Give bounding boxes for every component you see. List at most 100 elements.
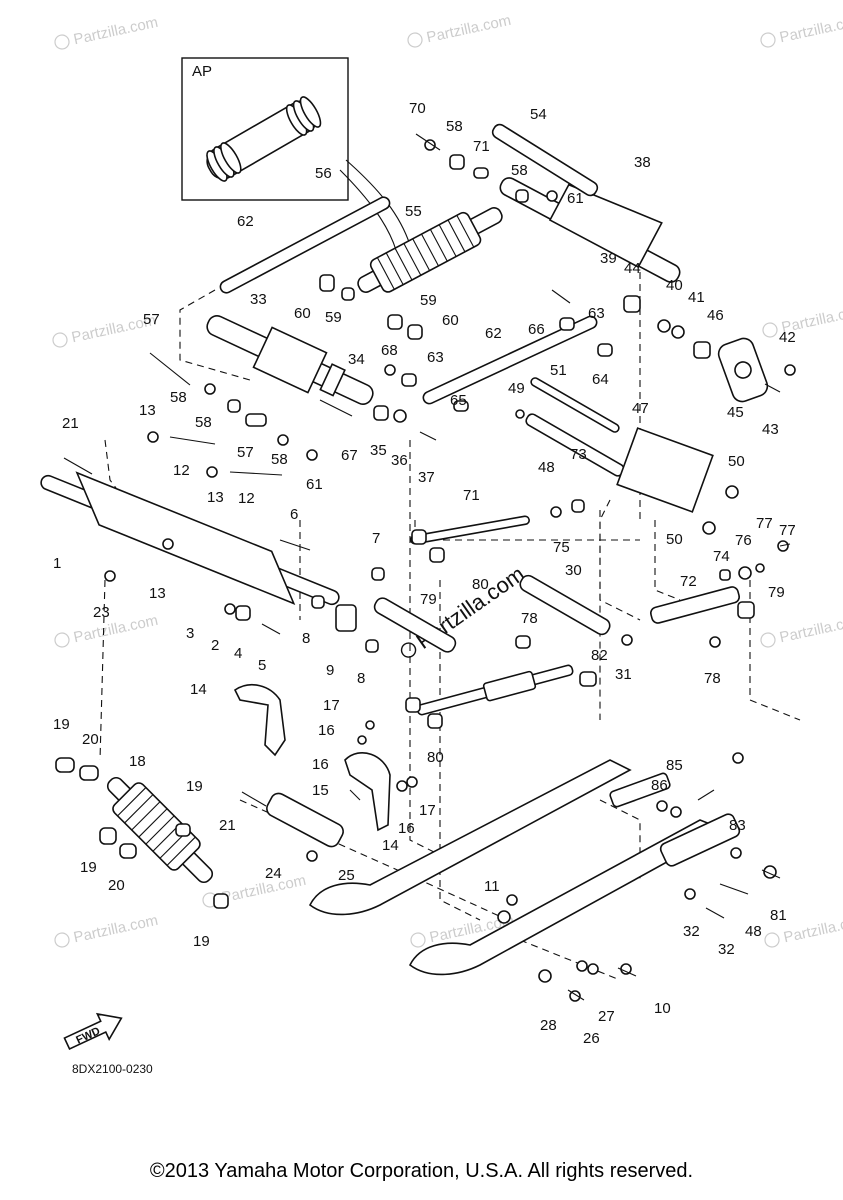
callout-20: 20 [82, 731, 99, 748]
callout-59: 60 [294, 305, 311, 322]
callout-24: 25 [338, 867, 355, 884]
callout-4: 4 [234, 645, 242, 662]
callout-78: 80 [427, 749, 444, 766]
callout-71: 74 [713, 548, 730, 565]
callout-21: 21 [219, 817, 236, 834]
callout-77: 78 [521, 610, 538, 627]
center-watermark: Partzilla.com [400, 561, 529, 658]
callout-73: 76 [735, 532, 752, 549]
callout-42: 44 [624, 260, 641, 277]
callout-66: 68 [381, 342, 398, 359]
callout-60: 61 [306, 476, 323, 493]
callout-33: 35 [370, 442, 387, 459]
callout-72: 75 [553, 539, 570, 556]
callout-7: 7 [372, 530, 380, 547]
fwd-label: FWD [74, 1025, 102, 1046]
callout-76: 78 [704, 670, 721, 687]
callout-labels: 70 58 71 54 58 61 38 55 56 62 39 44 40 4… [53, 100, 796, 1047]
callout-14: 14 [382, 837, 399, 854]
callout-67: 70 [409, 100, 426, 117]
callout-28: 30 [565, 562, 582, 579]
callout-64: 66 [528, 321, 545, 338]
diagram-code: 8DX2100-0230 [72, 1062, 153, 1076]
callout-26: 27 [598, 1008, 615, 1025]
callout-29: 32 [683, 923, 700, 940]
callout-16: 16 [318, 722, 335, 739]
callout-56: 58 [170, 389, 187, 406]
callout-12: 12 [173, 462, 190, 479]
callout-50: 51 [550, 362, 567, 379]
callout-61: 62 [237, 213, 254, 230]
callout-17: 17 [419, 802, 436, 819]
callout-78: 79 [420, 591, 437, 608]
callout-63: 65 [450, 392, 467, 409]
callout-79: 81 [770, 907, 787, 924]
callout-2: 2 [211, 637, 219, 654]
callout-14: 14 [190, 681, 207, 698]
callout-8: 8 [302, 630, 310, 647]
watermark-text: Partzilla.com [220, 872, 308, 906]
callout-58: 59 [325, 309, 342, 326]
callout-38: 40 [666, 277, 683, 294]
callout-19: 19 [53, 716, 70, 733]
callout-15: 15 [312, 782, 329, 799]
watermark-text: Partzilla.com [425, 12, 513, 46]
callout-52: 55 [405, 203, 422, 220]
callout-8: 8 [357, 670, 365, 687]
bolts [63, 133, 791, 1001]
callout-51: 54 [530, 106, 547, 123]
callout-63: 64 [592, 371, 609, 388]
callout-70: 72 [680, 573, 697, 590]
watermark-text: Partzilla.com [72, 912, 160, 946]
callout-30: 32 [718, 941, 735, 958]
callout-44: 46 [707, 307, 724, 324]
callout-6: 6 [290, 506, 298, 523]
callout-1: 1 [53, 555, 61, 572]
callout-68: 71 [473, 138, 490, 155]
callout-3: 3 [186, 625, 194, 642]
callout-55: 57 [237, 444, 254, 461]
callout-19: 19 [80, 859, 97, 876]
callout-19: 19 [193, 933, 210, 950]
callout-62: 63 [588, 305, 605, 322]
inset-ap: AP [181, 57, 411, 251]
callout-48: 49 [508, 380, 525, 397]
callout-80: 83 [729, 817, 746, 834]
callout-45: 47 [632, 400, 649, 417]
callout-48: 50 [666, 531, 683, 548]
callout-58: 58 [446, 118, 463, 135]
callout-17: 17 [323, 697, 340, 714]
callout-10: 10 [654, 1000, 671, 1017]
callout-80: 82 [591, 647, 608, 664]
callout-82: 86 [651, 777, 668, 794]
callout-31: 33 [250, 291, 267, 308]
callout-22: 23 [93, 604, 110, 621]
callout-16: 16 [398, 820, 415, 837]
callout-18: 18 [129, 753, 146, 770]
callout-20: 20 [108, 877, 125, 894]
callout-5: 5 [258, 657, 266, 674]
callout-12: 12 [238, 490, 255, 507]
callout-46: 48 [745, 923, 762, 940]
callout-71: 73 [570, 446, 587, 463]
callout-23: 24 [265, 865, 282, 882]
inset-label: AP [192, 63, 212, 80]
callout-39: 41 [688, 289, 705, 306]
callout-25: 26 [583, 1030, 600, 1047]
watermark-text: Partzilla.com [72, 14, 160, 48]
fwd-arrow-icon: FWD [63, 1012, 123, 1051]
callout-77: 79 [768, 584, 785, 601]
callout-49: 50 [728, 453, 745, 470]
callout-21: 21 [62, 415, 79, 432]
callout-40: 42 [779, 329, 796, 346]
callout-47: 48 [538, 459, 555, 476]
callout-11: 11 [484, 878, 500, 895]
callout-59: 60 [442, 312, 459, 329]
callout-27: 28 [540, 1017, 557, 1034]
watermarks: Partzilla.com Partzilla.com Partzilla.co… [52, 12, 843, 948]
callout-29: 31 [615, 666, 632, 683]
callout-35: 37 [418, 469, 435, 486]
watermark-text: Partzilla.com [782, 912, 843, 946]
callout-57: 58 [195, 414, 212, 431]
watermark-text: Partzilla.com [72, 612, 160, 646]
